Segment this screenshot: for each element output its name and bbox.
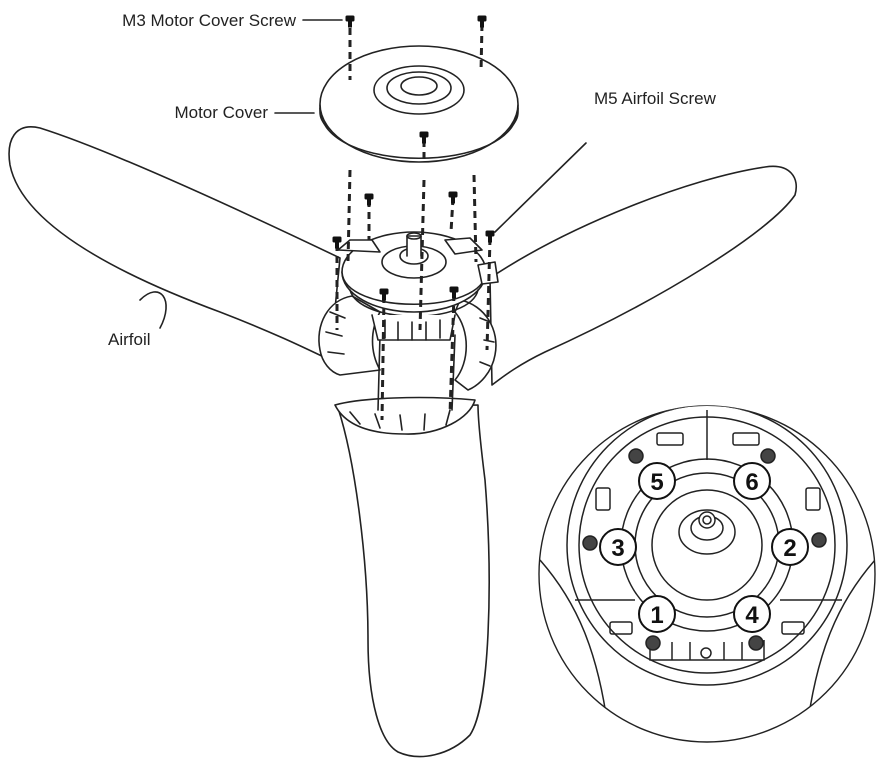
- airfoil-screw-f: [449, 286, 459, 299]
- motor-cover-screw-3: [419, 131, 429, 144]
- airfoil-screw-label: M5 Airfoil Screw: [594, 89, 717, 108]
- screw-order-5: 5: [650, 469, 663, 496]
- screw-order-6: 6: [745, 469, 758, 496]
- airfoil-screw-a: [364, 193, 374, 206]
- left-airfoil-blade: [8, 126, 341, 361]
- screw-order-3: 3: [611, 535, 624, 562]
- mount-ring-right: [454, 299, 497, 391]
- airfoil-screw-leader: [494, 142, 587, 233]
- screw-order-4: 4: [745, 602, 759, 629]
- mount-ring-bottom: [334, 396, 476, 435]
- airfoil-screw-e: [379, 288, 389, 301]
- airfoil-screw-d: [485, 230, 495, 243]
- motor-cover-label: Motor Cover: [174, 103, 268, 122]
- motor-cover-screw-label: M3 Motor Cover Screw: [122, 11, 297, 30]
- screw-order-1: 1: [650, 602, 663, 629]
- motor-cover-screw-1: [345, 15, 355, 28]
- screw-order-2: 2: [783, 535, 796, 562]
- motor-cover: [319, 45, 519, 163]
- airfoil-screw-c: [332, 236, 342, 249]
- right-airfoil-blade: [489, 165, 797, 386]
- detail-inset: 5 6 3 2 1 4: [538, 405, 876, 743]
- mount-ring-left: [318, 295, 381, 376]
- airfoil-label: Airfoil: [108, 330, 151, 349]
- airfoil-leader: [139, 291, 167, 329]
- motor-column: [377, 334, 456, 411]
- motor-cover-screw-2: [477, 15, 487, 28]
- bottom-airfoil-blade: [337, 404, 490, 758]
- airfoil-screw-b: [448, 191, 458, 204]
